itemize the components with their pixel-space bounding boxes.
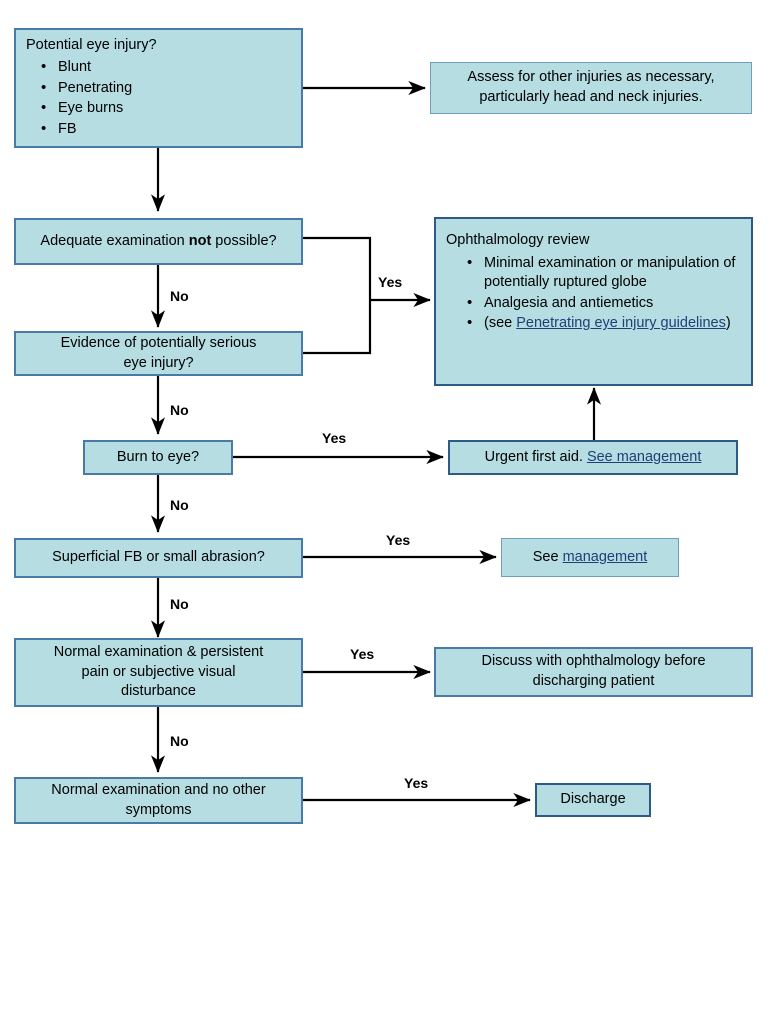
node-title: Adequate examination not possible?: [16, 232, 301, 252]
list-item: Eye burns: [41, 98, 291, 119]
edge-label-yes-urgent-first-aid: Yes: [322, 430, 347, 446]
node-title: Ophthalmology review: [446, 232, 590, 248]
edge-label-no-evidence: No: [170, 288, 189, 304]
node-line-1: Evidence of potentially serious: [60, 334, 257, 351]
node-assess-other-injuries[interactable]: Assess for other injuries as necessary, …: [430, 62, 752, 114]
node-evidence-serious-injury[interactable]: Evidence of potentially serious eye inju…: [14, 331, 303, 376]
text-prefix: (see: [484, 315, 517, 332]
emphasis-not: not: [188, 232, 212, 249]
text-part-2: possible?: [211, 232, 277, 249]
node-title: Urgent first aid. See management: [450, 448, 736, 468]
bullet-list: Minimal examination or manipulation of p…: [436, 253, 751, 335]
node-superficial-fb[interactable]: Superficial FB or small abrasion?: [14, 538, 303, 578]
bullet-list: Blunt Penetrating Eye burns FB: [16, 57, 301, 140]
node-potential-eye-injury[interactable]: Potential eye injury? Blunt Penetrating …: [14, 28, 303, 148]
edge-label-no-no-symptoms: No: [170, 733, 189, 749]
text-part-1: Adequate examination: [40, 232, 189, 249]
node-ophthalmology-review[interactable]: Ophthalmology review Minimal examination…: [434, 217, 753, 386]
list-item: Penetrating: [41, 78, 291, 99]
node-see-management[interactable]: See management: [501, 538, 679, 577]
edge-label-yes-ophthalmology: Yes: [378, 274, 403, 290]
node-title: Burn to eye?: [116, 448, 200, 465]
node-title: Discharge: [560, 791, 626, 808]
node-adequate-examination[interactable]: Adequate examination not possible?: [14, 218, 303, 265]
node-burn-to-eye[interactable]: Burn to eye?: [83, 440, 233, 475]
list-item: (see Penetrating eye injury guidelines): [467, 313, 741, 334]
node-title: See management: [502, 548, 678, 568]
node-line-1: Assess for other injuries as necessary,: [467, 69, 715, 86]
node-line-2: discharging patient: [532, 673, 655, 689]
node-line-1: Discuss with ophthalmology before: [481, 653, 706, 670]
link-management[interactable]: management: [562, 548, 648, 565]
list-item: Blunt: [41, 57, 291, 78]
node-line-2: symptoms: [125, 801, 192, 818]
edge-label-no-burn: No: [170, 402, 189, 418]
list-item: Minimal examination or manipulation of p…: [467, 253, 741, 293]
text-suffix: ): [725, 315, 731, 332]
edge-label-no-normal-exam: No: [170, 596, 189, 612]
link-penetrating-eye-injury-guidelines[interactable]: Penetrating eye injury guidelines: [516, 315, 726, 332]
edge-label-yes-discuss-ophthalmology: Yes: [350, 646, 375, 662]
edge-label-no-superficial: No: [170, 497, 189, 513]
text-prefix: See: [532, 548, 563, 565]
node-line-2: eye injury?: [123, 354, 194, 371]
node-title: Superficial FB or small abrasion?: [52, 549, 265, 566]
node-line-2: pain or subjective visual: [81, 663, 236, 680]
node-line-1: Normal examination & persistent: [53, 644, 264, 661]
list-item: Analgesia and antiemetics: [467, 293, 741, 314]
node-line-3: disturbance: [121, 683, 196, 700]
node-normal-exam-persistent-pain[interactable]: Normal examination & persistent pain or …: [14, 638, 303, 707]
node-line-1: Normal examination and no other: [51, 781, 266, 798]
edge-label-yes-discharge: Yes: [404, 775, 429, 791]
link-see-management[interactable]: See management: [586, 448, 702, 465]
list-item: FB: [41, 119, 291, 140]
node-discharge[interactable]: Discharge: [535, 783, 651, 817]
node-title: Potential eye injury?: [26, 36, 157, 53]
node-line-2: particularly head and neck injuries.: [479, 89, 703, 105]
node-normal-exam-no-symptoms[interactable]: Normal examination and no other symptoms: [14, 777, 303, 824]
edge-label-yes-see-management: Yes: [386, 532, 411, 548]
node-urgent-first-aid[interactable]: Urgent first aid. See management: [448, 440, 738, 475]
node-discuss-with-ophthalmology[interactable]: Discuss with ophthalmology before discha…: [434, 647, 753, 697]
text-prefix: Urgent first aid.: [484, 448, 587, 465]
